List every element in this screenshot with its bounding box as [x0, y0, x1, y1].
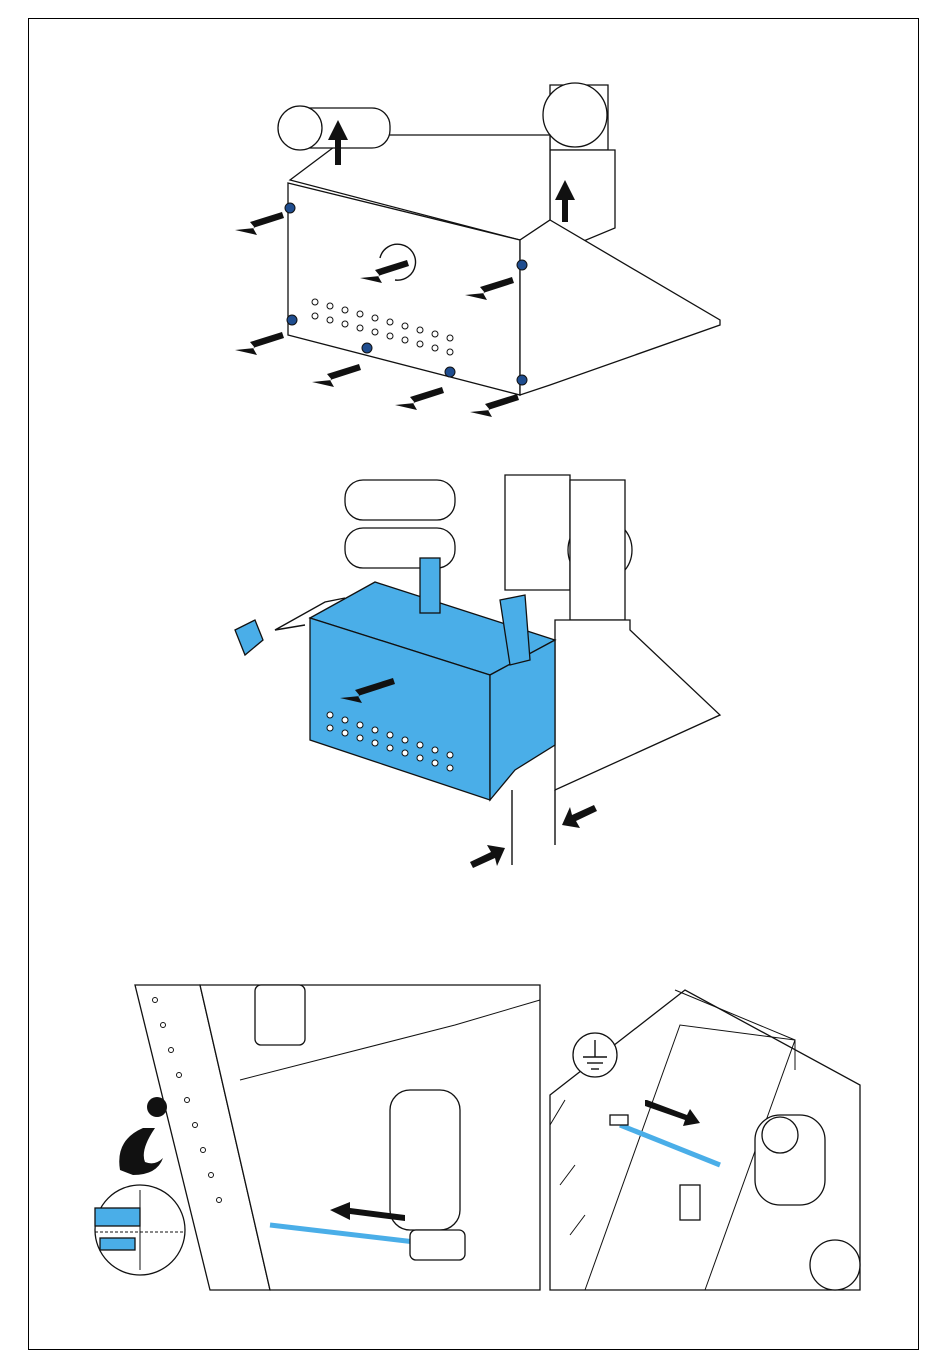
housing-upper	[505, 475, 570, 590]
figure-cover-removal	[220, 80, 730, 420]
gap-arrow-right	[562, 805, 597, 828]
info-icon	[119, 1097, 167, 1175]
screw	[285, 203, 295, 213]
pipe-end	[278, 106, 322, 150]
screw	[445, 367, 455, 377]
housing-right	[570, 480, 625, 620]
protective-earth-icon	[573, 1033, 617, 1077]
clip	[680, 1185, 700, 1220]
tube-connector	[420, 558, 440, 613]
power-plug-icon	[235, 620, 263, 655]
figure-electronic-box-removal	[225, 470, 725, 880]
gap-arrow-left	[470, 845, 505, 868]
socket-face	[762, 1117, 798, 1153]
side-panel	[520, 220, 720, 395]
figure-ground-cable-disconnect	[545, 985, 865, 1295]
lower-fitting	[810, 1240, 860, 1290]
tube-connector-detail-icon	[95, 1185, 185, 1275]
pipe-upper	[345, 480, 455, 520]
screw	[517, 375, 527, 385]
side-panel	[555, 620, 720, 790]
top-fitting	[255, 985, 305, 1045]
figure-tube-disconnect	[85, 980, 545, 1295]
tube-fitting	[410, 1230, 465, 1260]
screw	[517, 260, 527, 270]
outlet-port	[543, 83, 607, 147]
cable-terminal	[610, 1115, 628, 1125]
filter-body	[390, 1090, 460, 1230]
screw	[287, 315, 297, 325]
screw	[362, 343, 372, 353]
